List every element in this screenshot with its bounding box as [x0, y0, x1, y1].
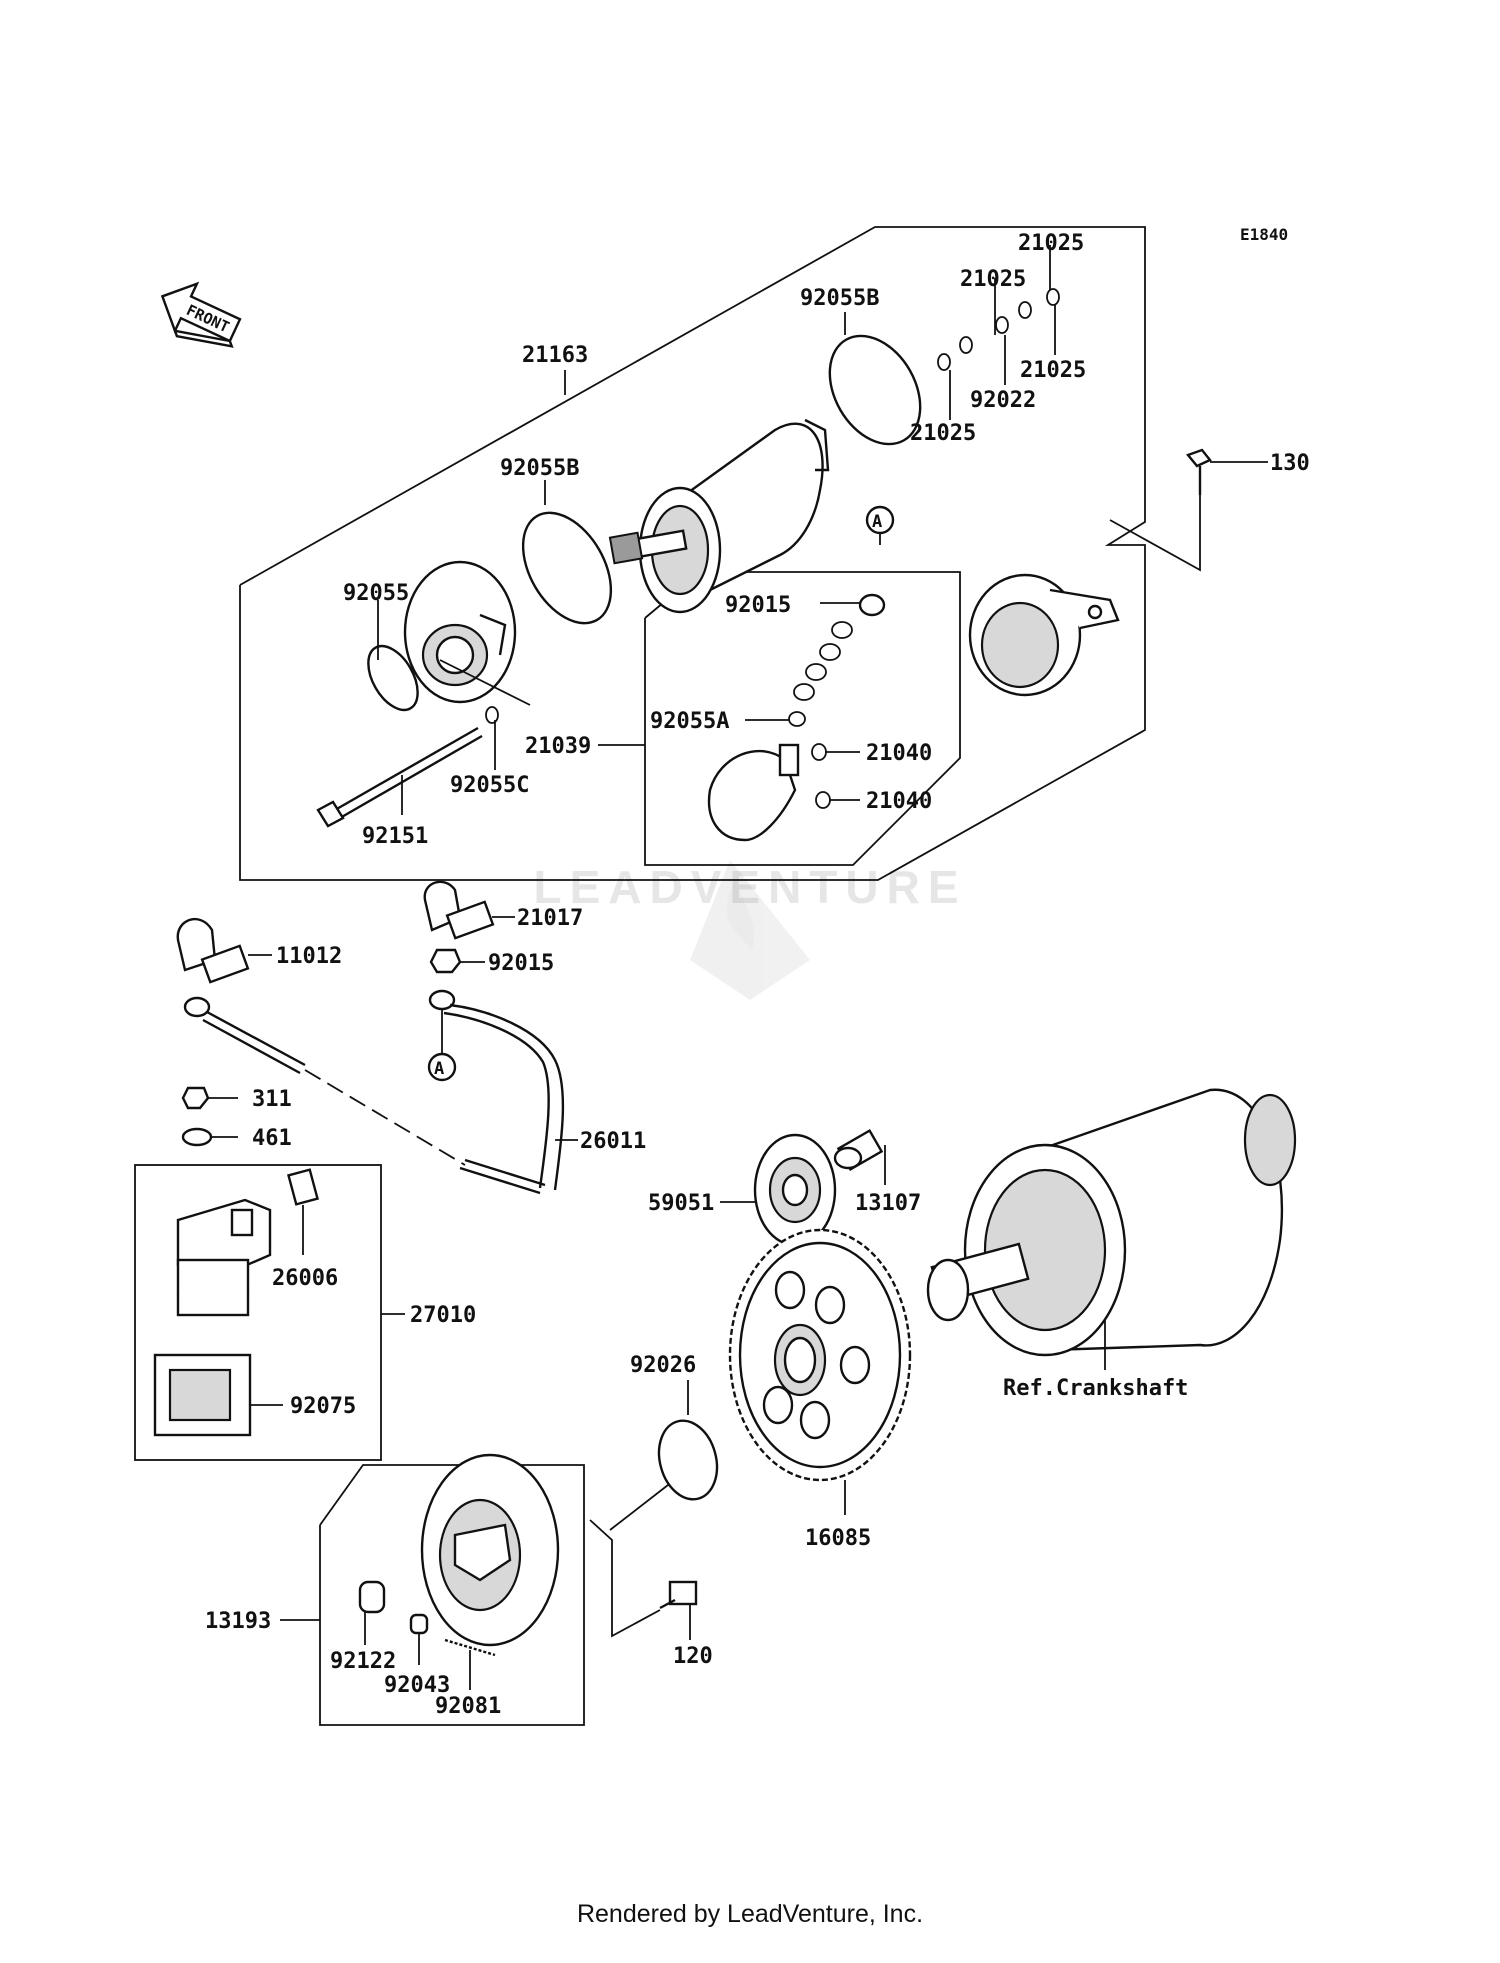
- starter-front-cover: [403, 560, 517, 704]
- svg-text:A: A: [872, 512, 882, 532]
- label-26011: 26011: [580, 1129, 646, 1154]
- label-92055C: 92055C: [450, 773, 529, 798]
- relay-box-boundary: [134, 1164, 382, 1461]
- label-92055: 92055: [343, 581, 409, 606]
- watermark-text: LEADVENTURE: [490, 860, 1010, 914]
- label-21039: 21039: [525, 734, 591, 759]
- label-92043: 92043: [384, 1673, 450, 1698]
- oring-92055A: [788, 711, 806, 727]
- label-92015-upper: 92015: [725, 593, 791, 618]
- label-130: 130: [1270, 451, 1310, 476]
- label-11012: 11012: [276, 944, 342, 969]
- label-461: 461: [252, 1126, 292, 1151]
- oring-92055B-upper: [828, 334, 922, 446]
- label-21025-mid: 21025: [960, 267, 1026, 292]
- label-92081: 92081: [435, 1694, 501, 1719]
- starter-cable-26011: [428, 989, 565, 1195]
- callout-a-bottom: A: [427, 1010, 457, 1082]
- crankshaft: [926, 1088, 1297, 1357]
- label-13107: 13107: [855, 1191, 921, 1216]
- label-21017: 21017: [517, 906, 583, 931]
- label-59051: 59051: [648, 1191, 714, 1216]
- label-21025-top: 21025: [1018, 231, 1084, 256]
- footer-credit: Rendered by LeadVenture, Inc.: [576, 1900, 924, 1928]
- label-92055B-upper: 92055B: [800, 286, 879, 311]
- diagram-code: E1840: [1240, 225, 1288, 244]
- label-92055A: 92055A: [650, 709, 729, 734]
- washer-461-icon: [181, 1127, 213, 1147]
- label-21025-right: 21025: [1020, 358, 1086, 383]
- label-21163: 21163: [522, 343, 588, 368]
- starter-clutch-13193: [420, 1453, 560, 1647]
- front-arrow-icon: FRONT: [160, 281, 242, 348]
- leader-lines: [208, 245, 1268, 1690]
- label-92022: 92022: [970, 388, 1036, 413]
- bolt-120: [659, 1580, 698, 1610]
- nut-311-icon: [181, 1086, 210, 1110]
- battery-cable: [183, 996, 306, 1075]
- label-92151: 92151: [362, 824, 428, 849]
- label-ref-crankshaft: Ref.Crankshaft: [1003, 1376, 1188, 1401]
- starter-end-cover: [968, 573, 1120, 697]
- starter-motor-boundary: [239, 226, 1146, 881]
- gear-59051: [753, 1133, 837, 1247]
- shaft-13107: [833, 1128, 884, 1172]
- terminal-cap-21017: [423, 880, 495, 940]
- relay-holder-92075: [153, 1353, 252, 1437]
- terminal-washers: [793, 593, 886, 701]
- label-120: 120: [673, 1644, 713, 1669]
- plunger-92043: [409, 1613, 429, 1635]
- label-26006: 26006: [272, 1266, 338, 1291]
- oring-92055B-lower: [521, 511, 613, 625]
- label-16085: 16085: [805, 1526, 871, 1551]
- washer-stack: [937, 288, 1060, 371]
- callout-a-top: A: [865, 505, 895, 535]
- nut-92015-icon: [429, 948, 462, 974]
- label-21040-b: 21040: [866, 789, 932, 814]
- oring-92055: [367, 644, 419, 712]
- starter-gear-16085: [728, 1228, 912, 1482]
- roller-92122: [358, 1580, 386, 1614]
- starter-motor-yoke: [608, 418, 830, 614]
- through-bolt-92151: [316, 726, 483, 828]
- label-27010: 27010: [410, 1303, 476, 1328]
- clutch-boundary: [319, 1464, 585, 1726]
- spring-92081: [444, 1638, 496, 1657]
- part-labels: 21163 92055B 92055B 21025 21025 21025 21…: [205, 231, 1310, 1719]
- dash-line: [304, 1069, 466, 1166]
- svg-text:A: A: [434, 1059, 444, 1079]
- label-21025-low: 21025: [910, 421, 976, 446]
- label-13193: 13193: [205, 1609, 271, 1634]
- label-21040-a: 21040: [866, 741, 932, 766]
- label-92026: 92026: [630, 1353, 696, 1378]
- watermark-logo: [690, 860, 810, 1000]
- label-92055B-lower: 92055B: [500, 456, 579, 481]
- label-92122: 92122: [330, 1649, 396, 1674]
- label-92015-lower: 92015: [488, 951, 554, 976]
- oring-92055C: [485, 706, 499, 724]
- terminal-cap-11012: [176, 918, 250, 984]
- label-92075: 92075: [290, 1394, 356, 1419]
- brush-holder-21039: [707, 743, 831, 842]
- starter-relay-27010: [176, 1168, 319, 1317]
- bolt-130: [1185, 448, 1212, 495]
- washer-92026: [657, 1419, 719, 1501]
- label-311: 311: [252, 1087, 292, 1112]
